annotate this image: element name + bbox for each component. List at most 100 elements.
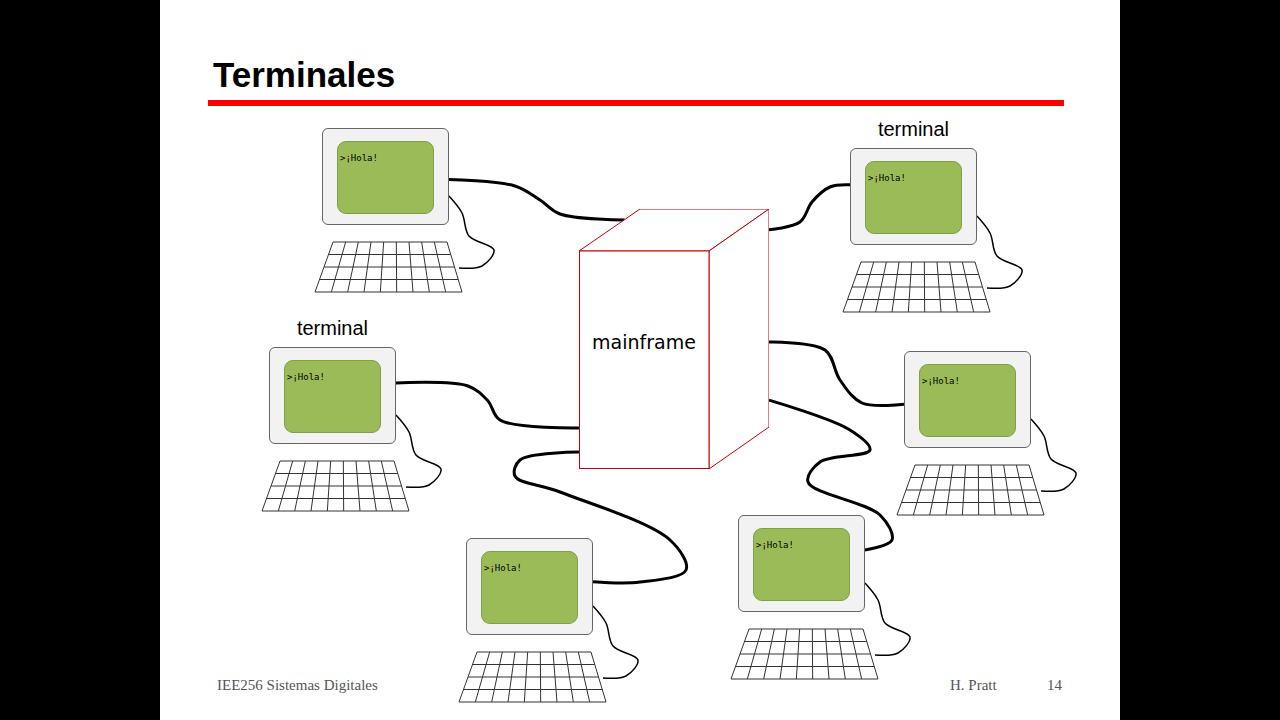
key-column-line	[327, 461, 330, 511]
mainframe-label: mainframe	[579, 331, 709, 353]
key-column-line	[475, 652, 489, 702]
screen-text: >¡Hola!	[756, 540, 794, 550]
keyboard-cable	[1031, 419, 1076, 491]
key-column-line	[508, 652, 515, 702]
key-column-line	[409, 242, 413, 292]
monitor-screen: >¡Hola!	[284, 360, 381, 433]
key-column-line	[991, 465, 995, 515]
key-column-line	[381, 461, 392, 511]
key-row-line	[857, 274, 979, 275]
key-column-line	[578, 652, 589, 702]
terminal-cable	[769, 342, 904, 405]
key-column-line	[937, 262, 941, 312]
key-column-line	[380, 242, 383, 292]
keyboard-cable	[449, 196, 494, 268]
key-row-line	[906, 490, 1037, 491]
title-rule	[208, 100, 1064, 106]
keyboard-outline	[262, 461, 409, 511]
monitor-screen: >¡Hola!	[753, 528, 850, 601]
terminal-monitor: >¡Hola!terminal	[850, 148, 977, 245]
footer-label: IEE256 Sistemas Digitales	[217, 677, 378, 694]
key-column-line	[369, 461, 377, 511]
mainframe-front-face	[580, 251, 710, 469]
mainframe-side-face	[709, 209, 769, 469]
key-column-line	[946, 465, 953, 515]
key-row-line	[329, 254, 451, 255]
slide-title: Terminales	[213, 55, 395, 95]
key-row-line	[473, 664, 595, 665]
key-row-line	[848, 299, 987, 300]
key-column-line	[962, 262, 973, 312]
terminal-cable	[449, 179, 625, 220]
keyboard-outline	[315, 242, 462, 292]
terminal-monitor: >¡Hola!	[466, 538, 593, 635]
screen-text: >¡Hola!	[922, 376, 960, 386]
key-column-line	[540, 652, 541, 702]
mainframe-box: mainframe	[579, 209, 769, 469]
monitor-screen: >¡Hola!	[919, 364, 1016, 437]
key-column-line	[780, 629, 787, 679]
keyboard	[843, 262, 990, 312]
key-column-line	[796, 629, 799, 679]
key-column-line	[838, 629, 846, 679]
keyboard	[262, 461, 409, 511]
key-row-line	[736, 666, 875, 667]
key-row-line	[276, 473, 398, 474]
screen-text: >¡Hola!	[484, 563, 522, 573]
key-column-line	[978, 465, 979, 515]
key-column-line	[908, 262, 911, 312]
terminal-cable	[769, 185, 850, 230]
key-column-line	[343, 461, 344, 511]
terminal-monitor: >¡Hola!	[738, 515, 865, 612]
keyboard-outline	[843, 262, 990, 312]
key-column-line	[850, 629, 861, 679]
key-column-line	[348, 242, 359, 292]
key-column-line	[859, 262, 873, 312]
key-column-line	[396, 242, 397, 292]
keyboard	[897, 465, 1044, 515]
key-column-line	[434, 242, 445, 292]
monitor-screen: >¡Hola!	[481, 551, 578, 624]
key-column-line	[747, 629, 761, 679]
key-row-line	[911, 477, 1033, 478]
key-column-line	[331, 242, 345, 292]
monitor-screen: >¡Hola!	[865, 161, 962, 234]
keyboard-outline	[731, 629, 878, 679]
keyboard	[731, 629, 878, 679]
key-column-line	[524, 652, 527, 702]
key-column-line	[311, 461, 318, 511]
key-column-line	[913, 465, 927, 515]
key-row-line	[745, 641, 867, 642]
footer-label: H. Pratt	[950, 677, 997, 694]
key-row-line	[271, 486, 402, 487]
key-column-line	[876, 262, 887, 312]
terminal-monitor: >¡Hola!	[904, 351, 1031, 448]
keyboard	[315, 242, 462, 292]
key-column-line	[422, 242, 430, 292]
key-row-line	[902, 502, 1041, 503]
key-column-line	[1016, 465, 1027, 515]
terminal-label: terminal	[878, 118, 949, 141]
terminal-monitor: >¡Hola!	[322, 128, 449, 225]
key-row-line	[464, 689, 603, 690]
screen-text: >¡Hola!	[340, 153, 378, 163]
key-column-line	[950, 262, 958, 312]
key-row-line	[324, 267, 455, 268]
key-column-line	[278, 461, 292, 511]
key-column-line	[295, 461, 306, 511]
key-column-line	[812, 629, 813, 679]
keyboard-outline	[897, 465, 1044, 515]
footer-label: 14	[1047, 677, 1062, 694]
keyboard	[459, 652, 606, 702]
terminal-monitor: >¡Hola!terminal	[269, 347, 396, 444]
keyboard-cable	[593, 606, 638, 678]
key-column-line	[924, 262, 925, 312]
key-column-line	[492, 652, 503, 702]
key-row-line	[852, 287, 983, 288]
monitor-screen: >¡Hola!	[337, 141, 434, 214]
key-row-line	[320, 279, 459, 280]
key-column-line	[962, 465, 965, 515]
key-column-line	[553, 652, 557, 702]
key-column-line	[356, 461, 360, 511]
key-column-line	[764, 629, 775, 679]
